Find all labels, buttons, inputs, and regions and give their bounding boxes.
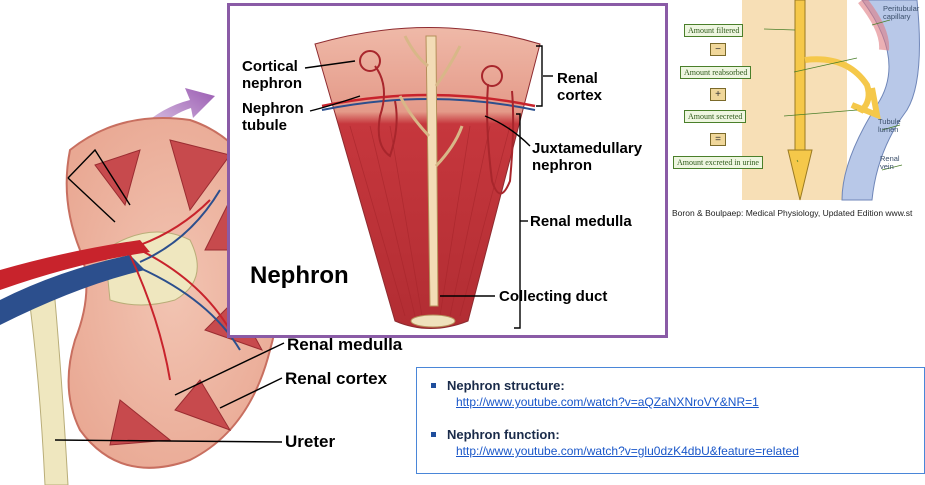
label-juxtamedullary-nephron: Juxtamedullary nephron <box>532 140 642 174</box>
amount-filtered-box: Amount filtered <box>684 24 743 37</box>
label-tubule-lumen: Tubule lumen <box>878 118 901 134</box>
label-renal-vein: Renal vein <box>880 155 900 171</box>
label-cortical-nephron-line1: Cortical <box>242 58 302 75</box>
label-nephron-tubule: Nephron tubule <box>242 100 304 134</box>
label-peritubular-line2: capillary <box>883 13 919 21</box>
bullet-icon <box>431 383 436 388</box>
label-nephron-tubule-line1: Nephron <box>242 100 304 117</box>
label-juxtamedullary-line2: nephron <box>532 157 642 174</box>
label-renal-cortex-line2: cortex <box>557 87 602 104</box>
label-peritubular-capillary: Peritubular capillary <box>883 5 919 21</box>
label-cortical-nephron-line2: nephron <box>242 75 302 92</box>
source-citation: Boron & Boulpaep: Medical Physiology, Up… <box>672 208 912 218</box>
link-nephron-structure[interactable]: http://www.youtube.com/watch?v=aQZaNXNro… <box>456 395 759 409</box>
bullet-icon <box>431 432 436 437</box>
nephron-title: Nephron <box>250 262 349 290</box>
label-tubule-lumen-line2: lumen <box>878 126 901 134</box>
link-nephron-function[interactable]: http://www.youtube.com/watch?v=glu0dzK4d… <box>456 444 799 458</box>
label-renal-cortex-inset: Renal cortex <box>557 70 602 104</box>
label-collecting-duct: Collecting duct <box>499 288 607 305</box>
label-renal-medulla-inset: Renal medulla <box>530 213 632 230</box>
nephron-inset-panel: Cortical nephron Nephron tubule Renal co… <box>227 3 668 338</box>
label-renal-vein-line2: vein <box>880 163 900 171</box>
kidney-label-renal-cortex: Renal cortex <box>285 370 387 388</box>
label-cortical-nephron: Cortical nephron <box>242 58 302 92</box>
operator-minus: − <box>710 43 726 56</box>
link-title-function: Nephron function: <box>447 427 560 442</box>
operator-plus: + <box>710 88 726 101</box>
amount-reabsorbed-box: Amount reabsorbed <box>680 66 751 79</box>
operator-equals: = <box>710 133 726 146</box>
link-title-structure: Nephron structure: <box>447 378 565 393</box>
label-renal-cortex-line1: Renal <box>557 70 602 87</box>
label-juxtamedullary-line1: Juxtamedullary <box>532 140 642 157</box>
kidney-label-ureter: Ureter <box>285 433 335 451</box>
label-nephron-tubule-line2: tubule <box>242 117 304 134</box>
amount-excreted-box: Amount excreted in urine <box>673 156 763 169</box>
video-links-box: Nephron structure: http://www.youtube.co… <box>416 367 925 474</box>
kidney-label-renal-medulla: Renal medulla <box>287 336 402 354</box>
amount-secreted-box: Amount secreted <box>684 110 746 123</box>
